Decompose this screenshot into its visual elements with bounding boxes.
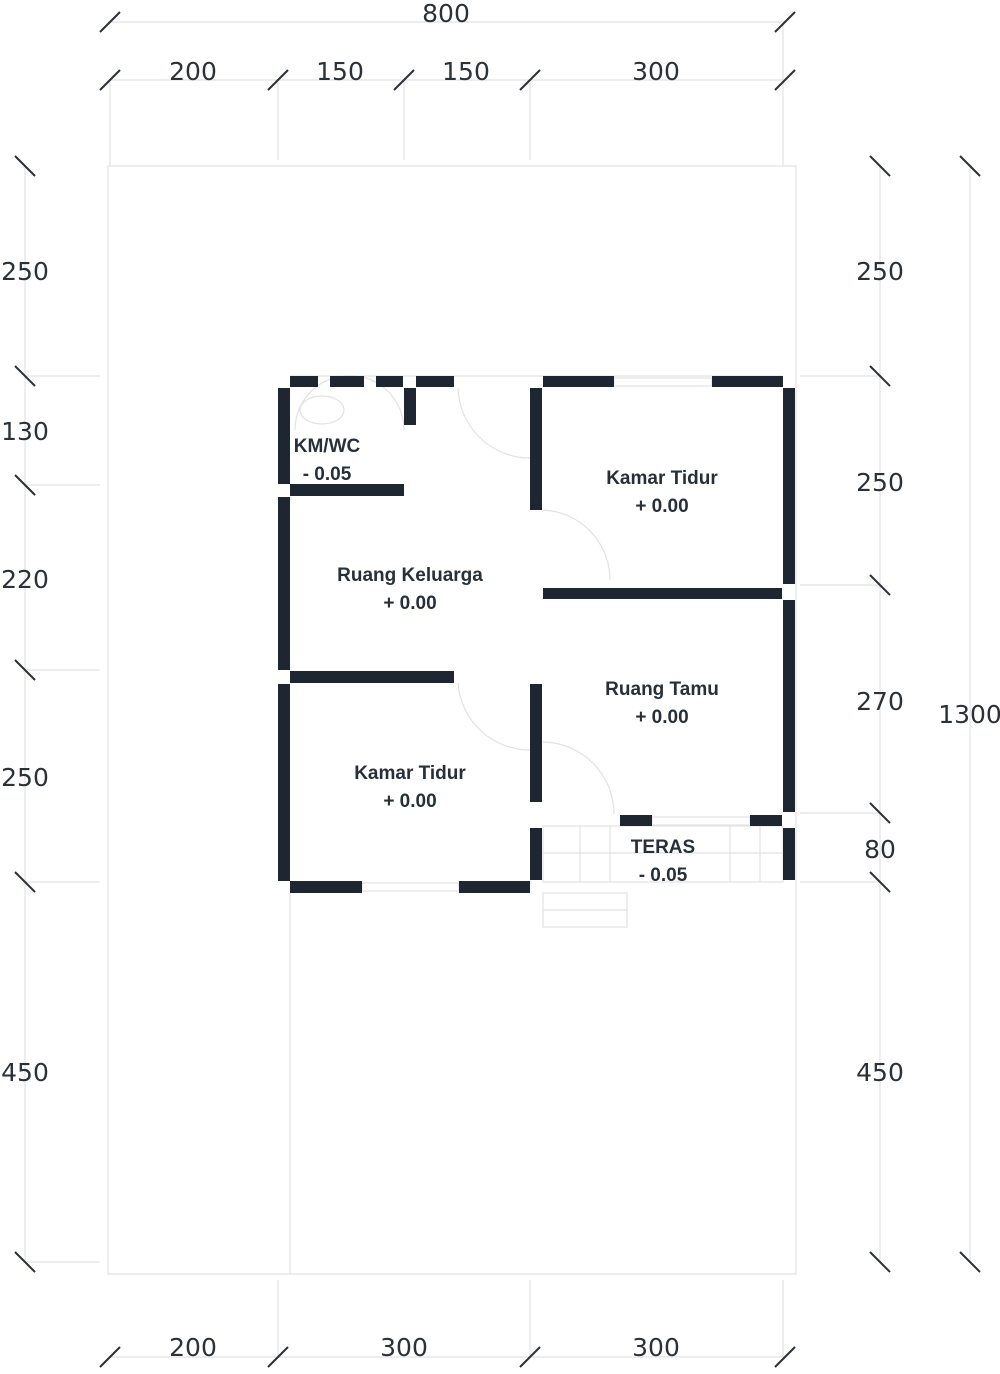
room-labels: KM/WC - 0.05 Kamar Tidur + 0.00 Ruang Ke… [294,436,719,886]
wall [290,881,362,893]
dimension-tick [869,365,891,387]
room-level: - 0.05 [303,464,352,485]
wall [330,376,364,387]
wall [459,881,530,893]
dimension-tick [14,659,36,681]
dimension-tick [869,155,891,177]
wall [530,684,542,802]
dim-bottom: 300 [380,1333,428,1362]
room-name: KM/WC [294,436,361,457]
dimension-tick [99,69,121,91]
dimension-tick [959,1251,981,1273]
wall [416,376,454,387]
dim-left: 250 [1,763,49,792]
dimension-tick [14,155,36,177]
wall [783,600,795,812]
wall [620,815,652,826]
room-name: Kamar Tidur [354,763,466,784]
dimension-tick [99,11,121,33]
dimension-tick [14,1251,36,1273]
wall [278,388,290,484]
room-level: + 0.00 [383,791,436,812]
walls [278,376,795,893]
dimension-tick [959,155,981,177]
dim-bottom: 300 [632,1333,680,1362]
dimension-tick [393,69,415,91]
dimension-tick [267,69,289,91]
wall [530,388,542,510]
dimension-tick [99,1346,121,1368]
room-name: TERAS [631,837,695,858]
dimension-tick [774,11,796,33]
wall [712,376,783,387]
room-name: Ruang Keluarga [337,565,483,586]
dim-top-total: 800 [422,0,470,28]
dimension-tick [774,1346,796,1368]
dimension-tick [869,871,891,893]
dimension-ticks [14,11,981,1368]
dimension-tick [519,69,541,91]
dimension-tick [774,69,796,91]
wall [404,388,416,425]
dim-left: 250 [1,257,49,286]
wall [783,388,795,584]
dim-top: 150 [442,57,490,86]
dimension-tick [869,802,891,824]
room-level: + 0.00 [383,593,436,614]
dimension-tick [869,574,891,596]
wall [783,828,795,880]
room-name: Kamar Tidur [606,468,718,489]
wall [543,588,782,599]
wall [290,484,404,496]
dim-right: 250 [856,468,904,497]
wall [543,376,614,387]
wall [376,376,403,387]
dim-right-total: 1300 [938,700,1000,729]
dim-top: 200 [169,57,217,86]
dim-top: 300 [632,57,680,86]
dim-right: 450 [856,1058,904,1087]
dim-right: 80 [864,835,896,864]
dimension-tick [14,365,36,387]
wall [278,684,290,881]
wall [290,671,454,683]
dim-left: 220 [1,565,49,594]
dim-right: 270 [856,687,904,716]
wall [278,497,290,670]
dim-bottom: 200 [169,1333,217,1362]
room-level: - 0.05 [639,865,688,886]
wall [530,828,542,880]
dim-left: 450 [1,1058,49,1087]
dimension-tick [14,474,36,496]
dim-top: 150 [316,57,364,86]
wall [750,815,782,826]
dim-right: 250 [856,257,904,286]
dimension-tick [519,1346,541,1368]
room-level: + 0.00 [635,707,688,728]
room-name: Ruang Tamu [605,679,719,700]
dimension-tick [14,871,36,893]
dimension-tick [267,1346,289,1368]
room-level: + 0.00 [635,496,688,517]
guide-lines [24,21,971,1358]
dimension-tick [869,1251,891,1273]
wall [290,376,318,387]
dim-left: 130 [1,417,49,446]
